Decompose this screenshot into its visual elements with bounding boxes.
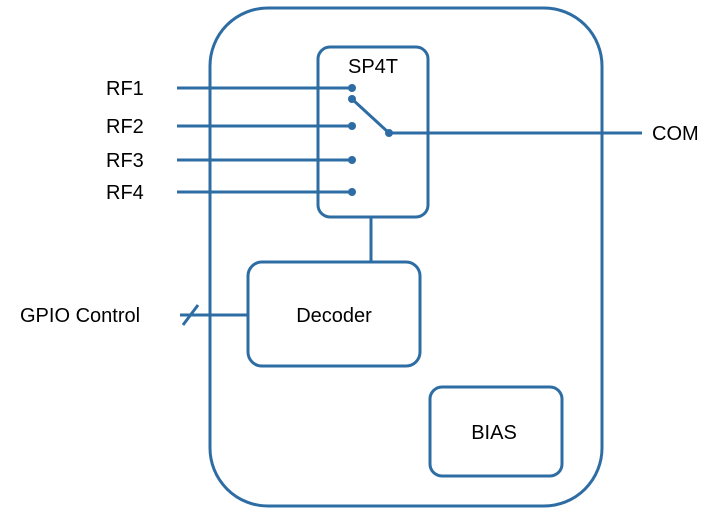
gpio-control-label: GPIO Control bbox=[20, 305, 140, 327]
bias-block bbox=[428, 385, 564, 478]
switch-arm bbox=[350, 97, 391, 135]
gpio-bus-slash bbox=[181, 304, 200, 326]
bias-label: BIAS bbox=[471, 422, 517, 444]
decoder-label: Decoder bbox=[296, 305, 372, 327]
sp4t-label: SP4T bbox=[348, 56, 398, 78]
rf1-contact bbox=[348, 84, 356, 92]
rf2-label: RF2 bbox=[106, 116, 144, 138]
rf4-label: RF4 bbox=[106, 182, 144, 204]
chip-package-outline bbox=[208, 6, 604, 508]
rf3-contact bbox=[348, 156, 356, 164]
rf1-label: RF1 bbox=[106, 78, 144, 100]
rf2-contact bbox=[348, 122, 356, 130]
com-label: COM bbox=[652, 123, 699, 145]
rf4-contact bbox=[348, 188, 356, 196]
rf3-label: RF3 bbox=[106, 150, 144, 172]
